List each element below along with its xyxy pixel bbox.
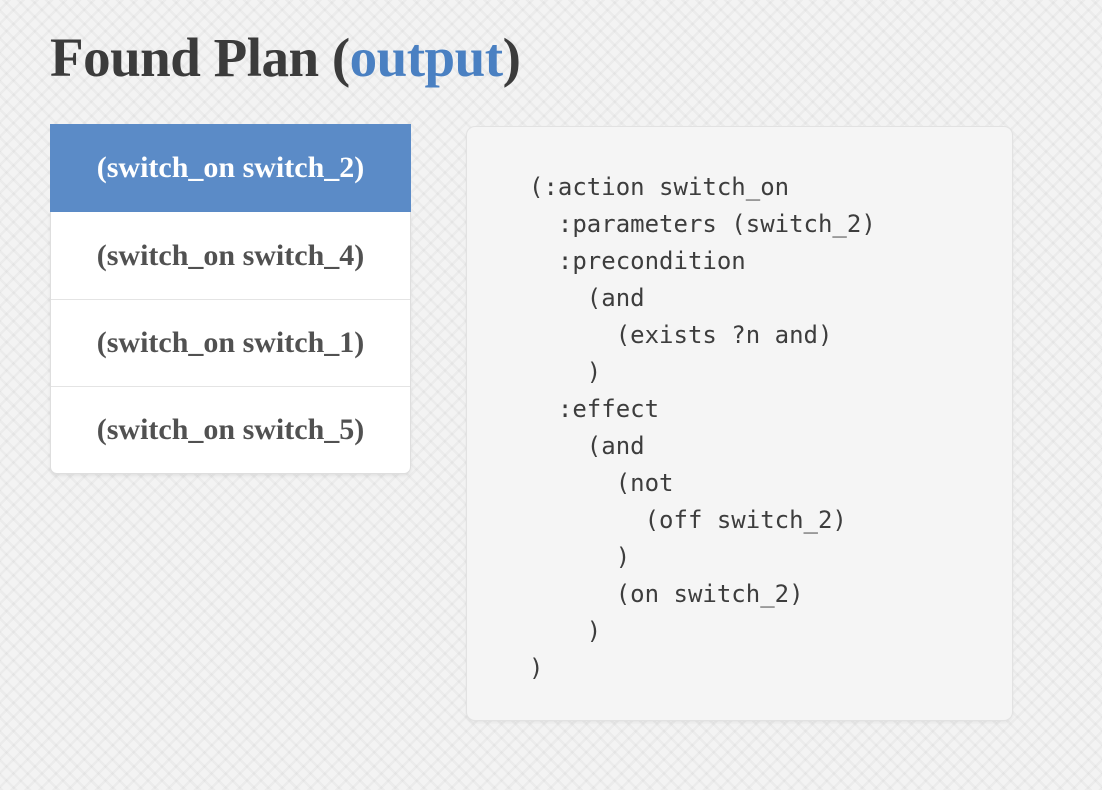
code-panel: (:action switch_on :parameters (switch_2… xyxy=(466,126,1013,721)
page-title-highlight: output xyxy=(349,27,503,88)
page-title-text: Found Plan ( xyxy=(50,27,350,88)
plan-step-item[interactable]: (switch_on switch_4) xyxy=(51,212,410,299)
plan-step-item-selected[interactable]: (switch_on switch_2) xyxy=(50,124,411,212)
plan-step-card: (switch_on switch_4) (switch_on switch_1… xyxy=(50,212,411,474)
page-title-suffix: ) xyxy=(502,27,521,88)
page-title: Found Plan (output) xyxy=(50,26,521,89)
action-definition-code: (:action switch_on :parameters (switch_2… xyxy=(529,173,876,682)
plan-step-list: (switch_on switch_2) (switch_on switch_4… xyxy=(50,124,411,474)
plan-step-label: (switch_on switch_4) xyxy=(96,238,365,272)
plan-step-label: (switch_on switch_5) xyxy=(96,413,365,446)
plan-step-label: (switch_on switch_2) xyxy=(96,151,365,184)
plan-step-item[interactable]: (switch_on switch_1) xyxy=(51,299,410,386)
plan-step-label: (switch_on switch_1) xyxy=(96,326,365,359)
plan-step-item[interactable]: (switch_on switch_5) xyxy=(51,386,410,473)
